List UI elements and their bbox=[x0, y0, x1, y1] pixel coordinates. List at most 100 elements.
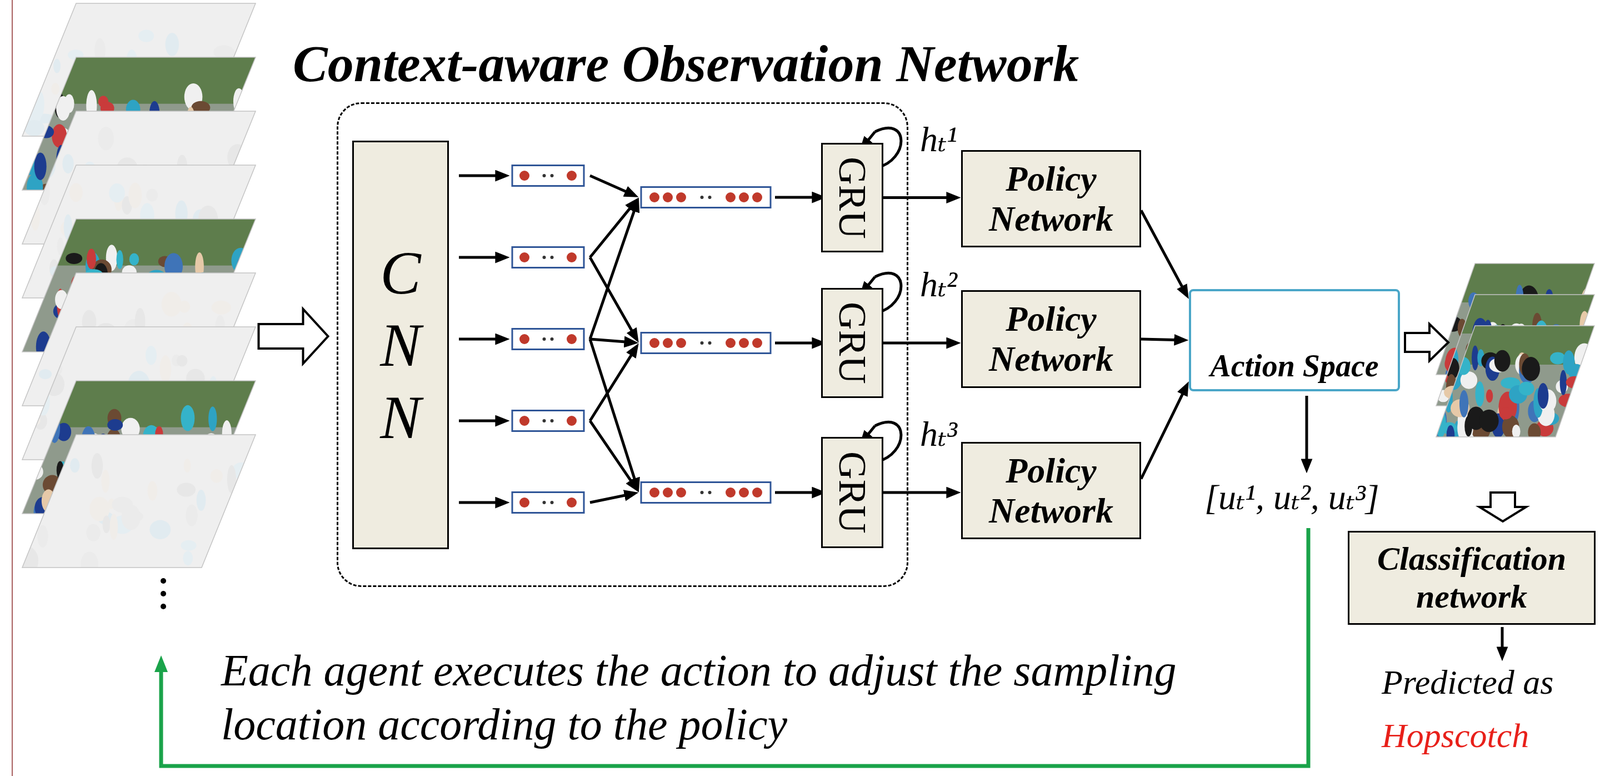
feature-dot bbox=[566, 497, 577, 508]
policy-box: Policy Network bbox=[961, 150, 1142, 248]
crowd-figure bbox=[1436, 290, 1449, 317]
feature-dot bbox=[676, 192, 687, 203]
feature-vector bbox=[512, 165, 584, 187]
feature-dot bbox=[566, 415, 577, 426]
crowd-figure bbox=[1567, 395, 1580, 425]
crowd-figure bbox=[234, 497, 252, 519]
frame-edge bbox=[1436, 325, 1595, 437]
crowd-figure bbox=[32, 412, 43, 436]
crowd-figure bbox=[48, 412, 60, 443]
feature-dot bbox=[738, 192, 749, 203]
feature-vector bbox=[512, 410, 584, 432]
feature-vector bbox=[641, 332, 771, 354]
arrow bbox=[590, 420, 632, 482]
crowd-figure bbox=[1475, 381, 1484, 407]
crowd-figure bbox=[1431, 386, 1443, 416]
feature-dot bbox=[649, 487, 660, 498]
arrow bbox=[590, 338, 635, 480]
gru-label: GRU bbox=[832, 156, 872, 239]
ellipsis-dot bbox=[550, 337, 554, 341]
feature-dot bbox=[519, 252, 530, 263]
ellipsis-dot bbox=[708, 195, 712, 199]
crowd-figure bbox=[45, 86, 55, 112]
arrow bbox=[590, 338, 626, 342]
crowd-figure bbox=[1582, 386, 1593, 406]
feature-vector bbox=[641, 187, 771, 208]
faded-figure bbox=[12, 177, 35, 192]
hidden-state-label: hₜ² bbox=[920, 265, 958, 304]
hidden-state-label: hₜ¹ bbox=[920, 120, 958, 159]
crowd-figure bbox=[1562, 350, 1575, 374]
faded-figure bbox=[28, 343, 40, 367]
crowd-figure bbox=[15, 458, 31, 474]
arrow bbox=[590, 495, 626, 503]
feature-dot bbox=[662, 192, 673, 203]
continuation-dot bbox=[160, 590, 167, 597]
faded-figure bbox=[27, 329, 38, 357]
crowd-figure bbox=[116, 250, 123, 269]
ellipsis-dot bbox=[542, 255, 547, 259]
feature-dot bbox=[725, 337, 736, 348]
connector-arrow bbox=[883, 341, 948, 345]
arrow bbox=[775, 341, 814, 345]
arrow bbox=[590, 175, 627, 192]
hidden-state-label: hₜ³ bbox=[920, 414, 958, 454]
feature-dot bbox=[566, 252, 577, 263]
ellipsis-dot bbox=[700, 341, 704, 345]
arrow bbox=[458, 256, 497, 259]
policy-box: Policy Network bbox=[961, 441, 1142, 539]
crowd-figure bbox=[1512, 424, 1521, 438]
recurrent-loop-head bbox=[867, 276, 875, 286]
crowd-figure bbox=[1444, 326, 1459, 339]
feature-dot bbox=[738, 487, 749, 498]
gru-box: GRU bbox=[821, 142, 884, 253]
crowd-figure bbox=[30, 276, 43, 295]
frame-trees bbox=[22, 57, 256, 104]
crowd-figure bbox=[1479, 409, 1499, 432]
ellipsis-dot bbox=[542, 500, 547, 504]
observation-network-box: Context-aware Observation NetworkC N NGR… bbox=[336, 102, 909, 587]
hollow-arrow bbox=[1479, 492, 1527, 522]
crowd-figure bbox=[1585, 355, 1597, 370]
action-space-label: Action Space bbox=[1210, 348, 1379, 384]
feature-vector bbox=[512, 247, 584, 268]
arrow bbox=[590, 210, 635, 339]
video-frame bbox=[1431, 325, 1600, 447]
ellipsis-dot bbox=[550, 255, 554, 259]
ellipsis-dot bbox=[708, 490, 712, 494]
crowd-figure bbox=[243, 145, 252, 166]
crowd-figure bbox=[208, 406, 217, 432]
continuation-dot bbox=[160, 577, 167, 584]
policy-label: Policy Network bbox=[971, 298, 1131, 379]
crowd-figure bbox=[1575, 387, 1589, 405]
feature-dot bbox=[676, 487, 687, 498]
connector-arrow bbox=[1141, 392, 1183, 479]
crowd-figure bbox=[1527, 423, 1541, 442]
faded-figure bbox=[17, 67, 35, 86]
crowd-figure bbox=[1437, 307, 1450, 326]
arrow bbox=[775, 196, 814, 199]
frame-fade bbox=[22, 434, 256, 568]
frame-trees bbox=[22, 380, 256, 428]
recurrent-loop-head bbox=[867, 131, 875, 141]
crowd-figure bbox=[242, 481, 254, 507]
policy-box: Policy Network bbox=[961, 290, 1142, 388]
arrow bbox=[458, 337, 497, 341]
arrow bbox=[458, 174, 497, 178]
feature-dot bbox=[676, 337, 687, 348]
ellipsis-dot bbox=[550, 418, 554, 423]
arrow bbox=[1501, 626, 1504, 648]
policy-label: Policy Network bbox=[971, 450, 1131, 530]
network-title: Context-aware Observation Network bbox=[292, 35, 1079, 93]
ellipsis-dot bbox=[542, 418, 547, 423]
crowd-figure bbox=[1486, 389, 1493, 403]
faded-figure bbox=[16, 350, 38, 361]
hollow-arrow bbox=[258, 308, 329, 364]
crowd-figure bbox=[1537, 382, 1549, 409]
crowd-figure bbox=[1583, 396, 1598, 425]
crowd-figure bbox=[13, 451, 34, 472]
feature-dot bbox=[725, 487, 736, 498]
ellipsis-dot bbox=[542, 173, 547, 178]
video-frame bbox=[16, 434, 256, 577]
